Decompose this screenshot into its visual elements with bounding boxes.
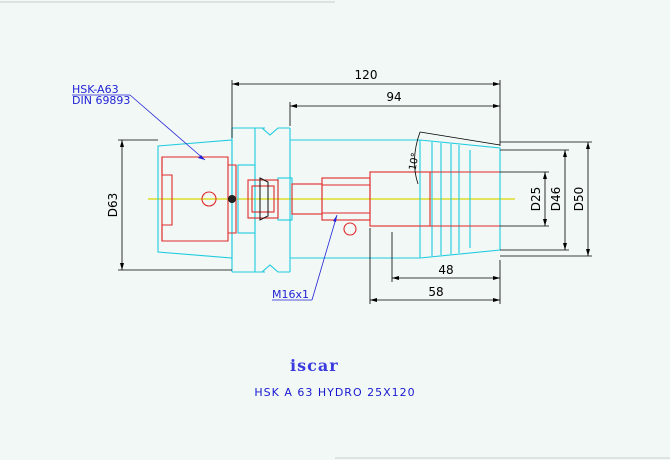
callout-holder-type: HSK-A63 DIN 69893 xyxy=(72,83,206,161)
holder-body-outline xyxy=(157,127,501,273)
dim-bore-diameter: D25 xyxy=(529,187,543,212)
seal-detail xyxy=(259,177,269,221)
callout-holder-type-line2: DIN 69893 xyxy=(72,94,130,107)
dim-flange-diameter: D63 xyxy=(106,193,120,218)
callout-thread-label: M16x1 xyxy=(272,288,309,301)
drawing-title: HSK A 63 HYDRO 25X120 xyxy=(254,386,416,399)
callout-thread: M16x1 xyxy=(272,214,338,301)
dim-overall-length: 120 xyxy=(355,68,378,82)
dimension-arrows xyxy=(120,82,590,302)
dim-length-58: 58 xyxy=(428,285,443,299)
dim-clamp-length: 94 xyxy=(386,90,401,104)
callout-holder-type-line1: HSK-A63 xyxy=(72,83,119,96)
internal-components xyxy=(161,156,500,242)
dim-body-diameter: D50 xyxy=(572,187,586,212)
dimension-lines xyxy=(118,80,592,304)
dim-nose-diameter: D46 xyxy=(549,187,563,212)
iscar-logo: iscar xyxy=(290,356,339,375)
dim-angle: 10° xyxy=(408,152,422,171)
dim-length-48: 48 xyxy=(438,263,453,277)
datum-point xyxy=(228,195,236,203)
